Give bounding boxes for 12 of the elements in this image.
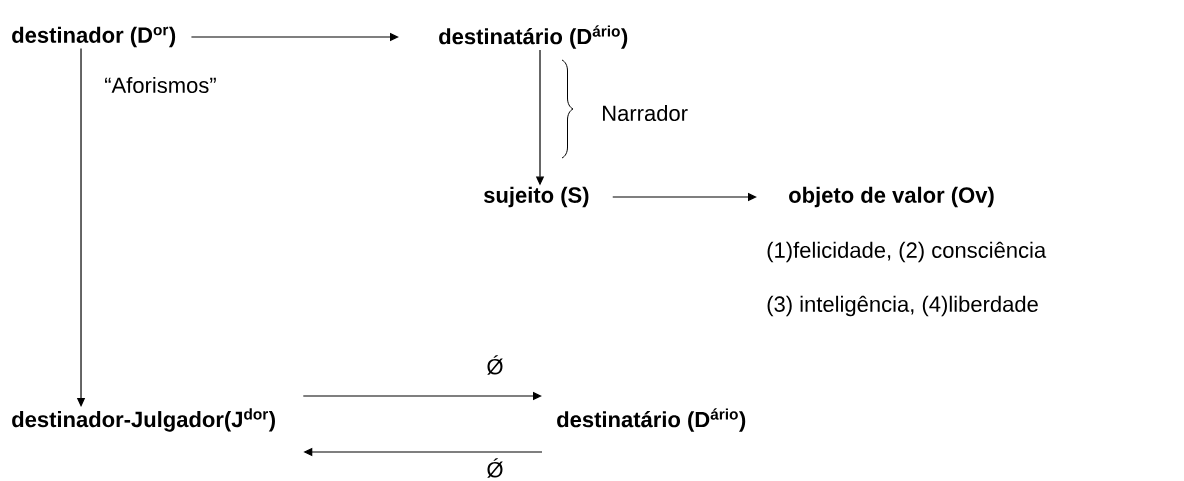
node-label: objeto de valor (Ov): [789, 186, 994, 208]
edge-label: Ǿ: [485, 457, 505, 479]
node-label: destinatário (D$^{ário}$): [439, 25, 628, 49]
value-list-line: (3) inteligência, (4)liberdade: [767, 295, 1038, 317]
brace-label: Narrador: [603, 104, 688, 122]
node-label: destinador-Julgador(J$^{dor}$): [12, 408, 275, 432]
value-list-line: (1)felicidade, (2) consciência: [767, 241, 1047, 263]
edge-label: “Aforismos”: [103, 75, 218, 95]
edge-label: Ǿ: [485, 354, 505, 376]
node-label: sujeito (S): [484, 186, 589, 208]
node-label: destinador (D$^{or}$): [12, 26, 176, 48]
node-label: destinatário (D$^{ário}$): [557, 408, 746, 432]
